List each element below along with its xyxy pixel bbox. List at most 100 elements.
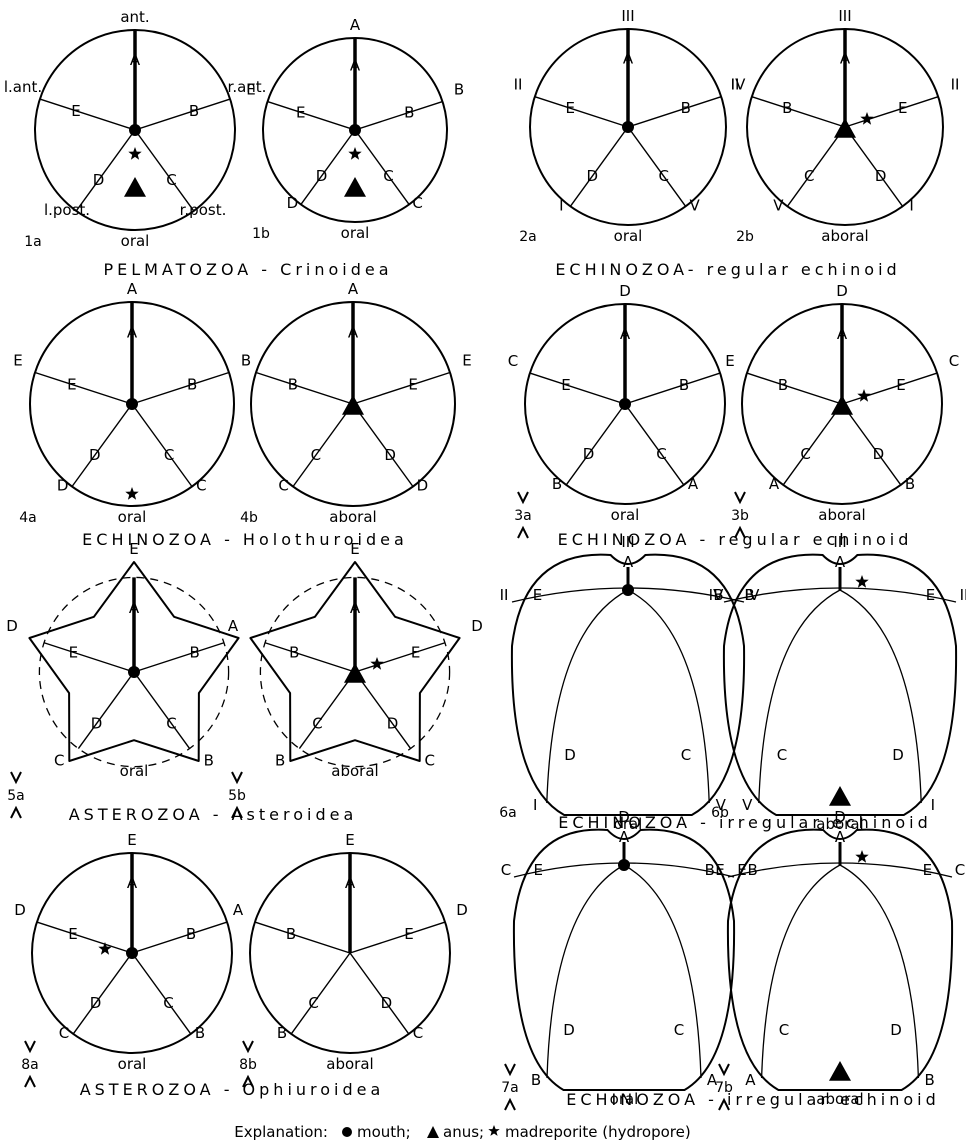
anus-triangle (344, 177, 366, 197)
caption-irregular-echinoid-7: ECHINOZOA - irregular echinoid (566, 1090, 940, 1109)
ray-label-left-upper: E (533, 586, 542, 604)
ray-label-right-upper: E (923, 861, 932, 879)
mouth-dot (126, 398, 138, 410)
ray-label-left-upper: B (747, 861, 757, 879)
figure-number: 7a (501, 1080, 519, 1096)
outer-label-upper-left: IV (709, 586, 724, 604)
ray-label-d: D (91, 715, 103, 733)
outer-label-top: D (836, 282, 848, 300)
outer-label-lower-right: B (905, 475, 915, 493)
outer-label-lower-left: B (552, 475, 562, 493)
outer-label-top: III (621, 7, 634, 25)
outer-label-lower-right: V (690, 196, 701, 214)
ray-label-d: D (90, 994, 102, 1012)
side-label: oral (341, 224, 370, 242)
ray-d (570, 127, 628, 206)
caption-regular-echinoid-3: ECHINOZOA - regular echinoid (558, 530, 913, 549)
figure-number: 1b (252, 226, 270, 242)
ray-label-e: E (898, 99, 907, 117)
figure-number: 2b (736, 229, 754, 245)
side-label: aboral (329, 508, 376, 526)
outer-label-upper-left: l.ant. (4, 78, 42, 96)
panel-4a: ABCDEAEBDCoral4a (13, 280, 251, 526)
figure-number: 5b (228, 788, 246, 804)
outer-label-lower-left: B (275, 752, 285, 770)
arrow-down-icon (735, 492, 745, 502)
ray-d (566, 404, 625, 485)
anus-triangle (829, 786, 851, 806)
ray-label-e: E (565, 99, 574, 117)
ray-label-b: B (404, 103, 414, 121)
ray-c (299, 672, 355, 749)
ray-label-c: C (800, 445, 810, 463)
panel-3b: ABCDEDECABaboral3b (725, 282, 959, 538)
ray-label-e: E (896, 376, 905, 394)
anus-triangle (342, 395, 364, 415)
ray-label-b: B (288, 375, 298, 393)
ray-label-left-lower: C (777, 746, 787, 764)
ray-label-b: B (286, 925, 296, 943)
ray-e (350, 922, 445, 953)
ray-label-e: E (404, 925, 413, 943)
ray-label-left-lower: D (563, 1021, 575, 1039)
outer-label-upper-left: E (715, 861, 724, 879)
outer-label-lower-right: B (204, 752, 214, 770)
caption-regular-echinoid-2: ECHINOZOA- regular echinoid (555, 260, 900, 279)
ray-d (73, 953, 132, 1034)
ray-label-a: A (837, 325, 848, 343)
ray-label-c: C (166, 171, 176, 189)
ray-label-e: E (411, 643, 420, 661)
legend-anus-triangle-icon (427, 1126, 439, 1138)
arrow-down-icon (518, 492, 528, 502)
side-label: oral (121, 232, 150, 250)
ray-label-left-lower: C (779, 1021, 789, 1039)
side-label: oral (118, 1055, 147, 1073)
outer-label-lower-left: D (57, 477, 69, 495)
ray-label-left-upper: B (744, 586, 754, 604)
legend-mouth-label: mouth; (357, 1123, 411, 1141)
outer-label-top: III (838, 7, 851, 25)
ray-label-c: C (804, 167, 814, 185)
ray-e (40, 99, 135, 130)
ray-b (255, 922, 350, 953)
outer-label-lower-left: A (745, 1071, 756, 1089)
outer-label-upper-left: II (500, 586, 509, 604)
ray-e (37, 922, 132, 953)
mouth-dot (129, 124, 141, 136)
outer-label-top: A (127, 280, 138, 298)
outer-label-lower-left: D (287, 194, 299, 212)
ray-label-d: D (89, 446, 101, 464)
ray-e (530, 373, 625, 404)
outer-label-lower-left: C (278, 477, 288, 495)
anus-triangle (834, 118, 856, 138)
outer-label-upper-left: D (6, 617, 18, 635)
ray-label-d: D (587, 167, 599, 185)
ray-label-c: C (312, 715, 322, 733)
ray-label-c: C (656, 445, 666, 463)
figure-number: 4a (19, 510, 37, 526)
outer-label-upper-right: D (456, 901, 468, 919)
ray-e (355, 643, 445, 672)
madreporite-star (860, 112, 873, 125)
outer-label-lower-right: D (417, 477, 429, 495)
outer-label-lower-right: I (931, 796, 935, 814)
ray-left-curve (762, 865, 840, 1078)
outer-label-lower-left: B (531, 1071, 541, 1089)
panel-4b: ABCDEAECDaboral4b (240, 280, 472, 526)
anus-triangle (829, 1061, 851, 1081)
ray-label-d: D (93, 171, 105, 189)
ray-label-right-lower: D (890, 1021, 902, 1039)
ray-label-a: A (350, 57, 361, 75)
anus-triangle (124, 177, 146, 197)
ray-label-b: B (782, 99, 792, 117)
panel-7b: ABECDDECABaboral7b (715, 808, 965, 1110)
ray-d (355, 672, 411, 749)
side-label: aboral (818, 506, 865, 524)
outer-label-upper-left: D (14, 901, 26, 919)
ray-label-b: B (189, 102, 199, 120)
